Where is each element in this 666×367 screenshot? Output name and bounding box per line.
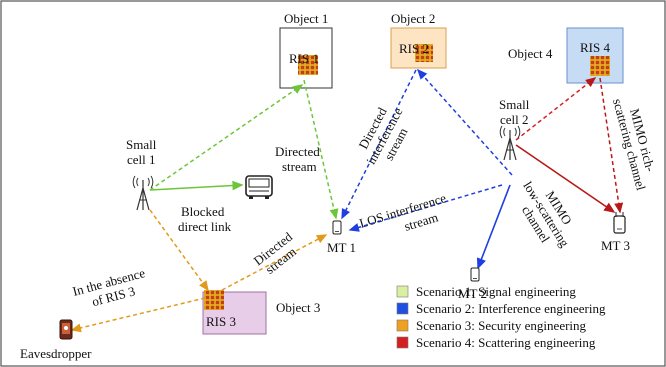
mt3-label: MT 3 <box>601 238 630 253</box>
mt2-phone-icon <box>470 267 480 282</box>
legend-swatch-1 <box>396 285 409 298</box>
orange-link-sc1-ris3 <box>149 209 209 292</box>
blocked-line1: Blocked <box>181 204 225 219</box>
eavesdropper-label: Eavesdropper <box>20 346 92 361</box>
blue-los-interference <box>348 184 503 232</box>
directed-stream-1-label: Directed stream <box>275 144 323 174</box>
ris2-grid <box>415 44 433 62</box>
directed-interference-label: Directed interference stream <box>351 96 420 174</box>
ris3-label: RIS 3 <box>206 314 236 329</box>
legend-label-1: Scenario 1: Signal engineering <box>416 284 576 299</box>
los-interference-label: LOS interference stream <box>357 189 455 246</box>
di-text: Directed interference stream <box>351 96 420 174</box>
legend-label-3: Scenario 3: Security engineering <box>416 318 587 333</box>
absence-ris3-label: In the absence of RIS 3 <box>71 264 154 313</box>
orange-link-ris3-eve <box>70 297 206 333</box>
legend-swatch-2 <box>396 302 409 315</box>
object3-label: Object 3 <box>276 300 320 315</box>
bus-icon <box>245 175 273 199</box>
object4-label: Object 4 <box>508 46 553 61</box>
blue-link-sc2-mt2 <box>476 184 511 270</box>
ris3-grid <box>204 290 224 310</box>
mimo-rich-label: MIMO rich- scattering channel <box>610 93 662 192</box>
blocked-direct-link-label: Blocked direct link <box>178 204 232 234</box>
orange-link-ris3-mt1 <box>221 234 328 291</box>
legend-swatch-4 <box>396 336 409 349</box>
small-cell-1-line1: Small <box>126 137 157 152</box>
eavesdropper-phone-icon <box>59 319 73 340</box>
object2-label: Object 2 <box>391 11 435 26</box>
mt1-label: MT 1 <box>327 240 356 255</box>
legend-label-2: Scenario 2: Interference engineering <box>416 301 606 316</box>
ds1-line2: stream <box>282 159 317 174</box>
ris4-label: RIS 4 <box>580 40 610 55</box>
ris1-grid <box>298 55 318 75</box>
ds3-text: Directed stream <box>251 227 307 279</box>
legend-label-4: Scenario 4: Scattering engineering <box>416 335 596 350</box>
mt3-phone-icon <box>613 212 626 234</box>
green-blocked-link <box>149 180 244 191</box>
los-text: LOS interference stream <box>357 189 455 246</box>
directed-stream-3-label: Directed stream <box>251 227 307 279</box>
blue-link-sc2-ris2 <box>416 68 513 176</box>
red-link-sc2-mt3 <box>515 144 616 213</box>
mt2-label: MT 2 <box>458 286 487 301</box>
small-cell-2-antenna-icon <box>499 125 521 161</box>
small-cell-2-label: Small cell 2 <box>499 97 533 127</box>
object1-label: Object 1 <box>284 11 328 26</box>
small-cell-1-line2: cell 1 <box>127 152 156 167</box>
legend-swatch-3 <box>396 319 409 332</box>
ris1-label: RIS 1 <box>289 51 319 66</box>
mt1-phone-icon <box>332 220 342 235</box>
blocked-line2: direct link <box>178 219 232 234</box>
green-link-sc1-ris1 <box>149 84 304 191</box>
ris4-grid <box>590 56 610 76</box>
small-cell-1-label: Small cell 1 <box>126 137 160 167</box>
small-cell-1-antenna-icon <box>132 175 154 211</box>
red-link-ris4-mt3 <box>599 77 624 214</box>
small-cell-2-line2: cell 2 <box>500 112 529 127</box>
mimo-rich-text: MIMO rich- scattering channel <box>610 93 662 192</box>
absence-text: In the absence of RIS 3 <box>71 264 154 313</box>
ds1-line1: Directed <box>275 144 320 159</box>
red-link-sc2-ris4 <box>515 77 597 141</box>
green-link-ris1-mt1 <box>303 79 339 220</box>
small-cell-2-line1: Small <box>499 97 530 112</box>
ris2-label: RIS 2 <box>399 41 429 56</box>
